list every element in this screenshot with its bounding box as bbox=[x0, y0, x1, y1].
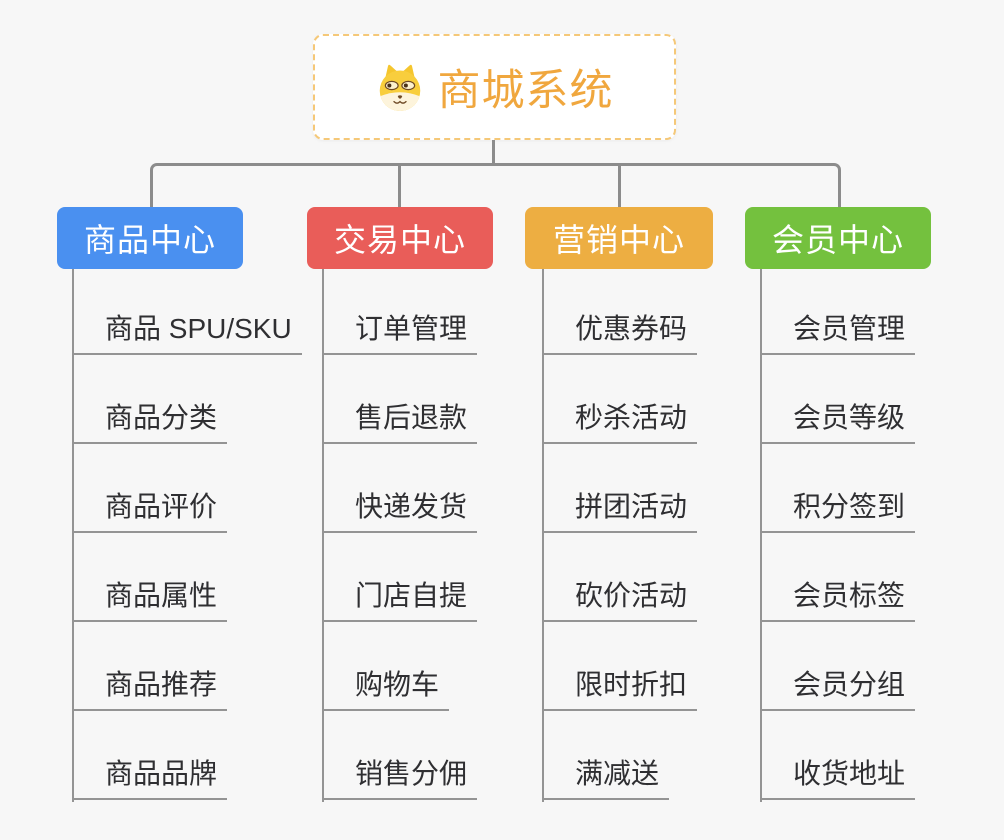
child-node[interactable]: 会员等级 bbox=[760, 400, 916, 444]
child-node[interactable]: 会员管理 bbox=[760, 311, 916, 355]
child-node[interactable]: 积分签到 bbox=[760, 489, 916, 533]
child-node[interactable]: 收货地址 bbox=[760, 756, 916, 800]
child-node[interactable]: 秒杀活动 bbox=[542, 400, 698, 444]
child-node[interactable]: 商品推荐 bbox=[72, 667, 228, 711]
root-node[interactable]: 商城系统 bbox=[313, 34, 676, 140]
child-node[interactable]: 门店自提 bbox=[322, 578, 478, 622]
child-node[interactable]: 快递发货 bbox=[322, 489, 478, 533]
branch-trade-center[interactable]: 交易中心 bbox=[307, 207, 493, 269]
connector-root-stem bbox=[492, 140, 495, 166]
child-node[interactable]: 砍价活动 bbox=[542, 578, 698, 622]
connector-drop-trade bbox=[398, 163, 401, 207]
branch-spine-member bbox=[760, 269, 762, 802]
child-node[interactable]: 会员分组 bbox=[760, 667, 916, 711]
child-node[interactable]: 订单管理 bbox=[322, 311, 478, 355]
connector-bus-right bbox=[494, 163, 841, 207]
child-node[interactable]: 销售分佣 bbox=[322, 756, 478, 800]
connector-bus-left bbox=[150, 163, 494, 207]
branch-spine-product bbox=[72, 269, 74, 802]
branch-spine-marketing bbox=[542, 269, 544, 802]
child-node[interactable]: 会员标签 bbox=[760, 578, 916, 622]
child-node[interactable]: 商品评价 bbox=[72, 489, 228, 533]
child-node[interactable]: 售后退款 bbox=[322, 400, 478, 444]
child-node[interactable]: 拼团活动 bbox=[542, 489, 698, 533]
root-title: 商城系统 bbox=[437, 67, 614, 115]
child-node[interactable]: 限时折扣 bbox=[542, 667, 698, 711]
shiba-dog-icon bbox=[376, 62, 424, 112]
child-node[interactable]: 商品分类 bbox=[72, 400, 228, 444]
child-node[interactable]: 满减送 bbox=[542, 756, 670, 800]
branch-marketing-center[interactable]: 营销中心 bbox=[525, 207, 713, 269]
branch-product-center[interactable]: 商品中心 bbox=[57, 207, 243, 269]
child-node[interactable]: 商品品牌 bbox=[72, 756, 228, 800]
child-node[interactable]: 优惠券码 bbox=[542, 311, 698, 355]
branch-spine-trade bbox=[322, 269, 324, 802]
branch-member-center[interactable]: 会员中心 bbox=[745, 207, 931, 269]
child-node[interactable]: 商品 SPU/SKU bbox=[72, 311, 302, 355]
connector-drop-marketing bbox=[618, 163, 621, 207]
child-node[interactable]: 商品属性 bbox=[72, 578, 228, 622]
child-node[interactable]: 购物车 bbox=[322, 667, 450, 711]
